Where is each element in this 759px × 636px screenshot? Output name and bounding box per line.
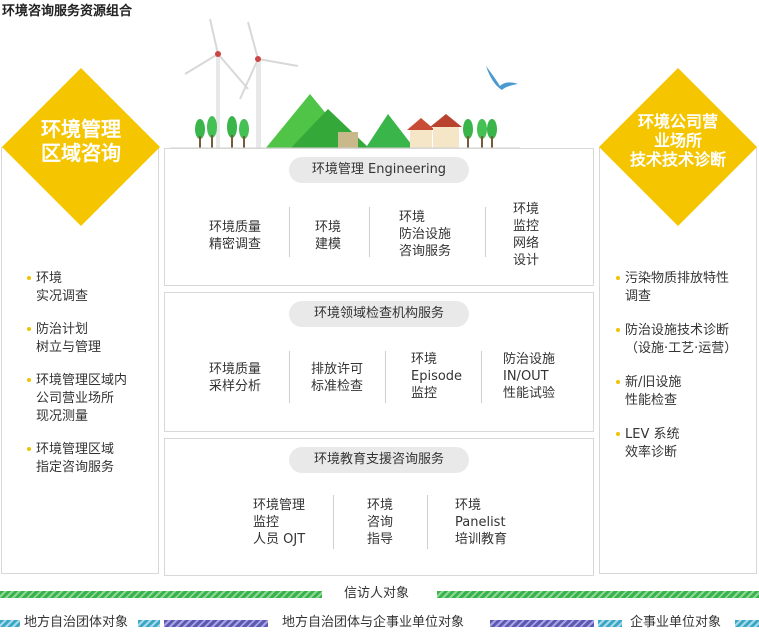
purple-stripe [164, 620, 268, 627]
local-government-label: 地方自治团体对象 [24, 615, 129, 630]
list-item: 环境管理区域内 公司营业场所 现况测量 [24, 372, 154, 426]
divider [289, 351, 290, 403]
government-and-enterprise-label: 地方自治团体与企事业单位对象 [282, 615, 465, 630]
list-item: 防治设施技术诊断 （设施·工艺·运营） [613, 322, 758, 358]
service-item: 环境 防治设施 咨询服务 [399, 210, 452, 259]
purple-stripe [490, 620, 594, 627]
divider [289, 207, 290, 257]
enterprise-label: 企事业单位对象 [630, 615, 722, 630]
teal-stripe [598, 620, 622, 627]
green-stripe [437, 591, 759, 598]
teal-stripe [138, 620, 160, 627]
engineering-box: 环境管理 Engineering 环境质量 精密调查 环境 建模 环境 防治设施… [164, 148, 594, 286]
page-title: 环境咨询服务资源组合 [2, 4, 133, 19]
environment-scenery-illustration [170, 14, 520, 149]
service-item: 环境 监控 网络 设计 [513, 202, 540, 268]
teal-stripe [0, 620, 20, 627]
wind-turbine-icon [184, 18, 249, 149]
mountain-icon [365, 114, 415, 149]
left-panel-heading: 环境管理 区域咨询 [41, 117, 121, 165]
divider [385, 351, 386, 403]
bird-icon [486, 66, 518, 90]
service-item: 环境 Episode 监控 [411, 352, 463, 401]
service-item: 环境质量 采样分析 [209, 362, 262, 394]
list-item: LEV 系统 效率诊断 [613, 426, 758, 462]
right-diamond-shape [599, 68, 757, 226]
inspection-box: 环境领域检查机构服务 环境质量 采样分析 排放许可 标准检查 环境 Episod… [164, 292, 594, 432]
visitors-label: 信访人对象 [344, 586, 410, 601]
divider [369, 207, 370, 257]
divider [481, 351, 482, 403]
list-item: 环境管理区域 指定咨询服务 [24, 441, 154, 477]
service-item: 环境管理 监控 人员 OJT [253, 498, 306, 547]
left-diamond-shape [2, 68, 160, 226]
list-item: 防治计划 树立与管理 [24, 321, 154, 357]
left-panel-list: 环境 实况调查 防治计划 树立与管理 环境管理区域内 公司营业场所 现况测量 环… [24, 270, 154, 492]
divider [485, 207, 486, 257]
tree-icon [463, 119, 497, 149]
service-item: 环境 建模 [315, 220, 342, 252]
green-stripe [0, 591, 322, 598]
box-header: 环境领域检查机构服务 [289, 301, 469, 327]
education-box: 环境教育支援咨询服务 环境管理 监控 人员 OJT 环境 咨询 指导 环境 Pa… [164, 438, 594, 576]
service-item: 防治设施 IN/OUT 性能试验 [503, 352, 556, 401]
service-item: 环境 咨询 指导 [367, 498, 394, 547]
divider [427, 495, 428, 549]
divider [333, 495, 334, 549]
list-item: 新/旧设施 性能检查 [613, 374, 758, 410]
wind-turbine-icon [239, 21, 299, 149]
list-item: 污染物质排放特性 调查 [613, 270, 758, 306]
teal-stripe [735, 620, 759, 627]
service-item: 环境质量 精密调查 [209, 220, 262, 252]
box-header: 环境教育支援咨询服务 [289, 447, 469, 473]
target-groups-row: 地方自治团体对象 地方自治团体与企事业单位对象 企事业单位对象 [0, 615, 759, 631]
service-item: 环境 Panelist 培训教育 [455, 498, 508, 547]
right-panel-heading: 环境公司营 业场所 技术技术诊断 [629, 112, 726, 170]
visitors-target-row: 信访人对象 [0, 586, 759, 602]
box-header: 环境管理 Engineering [289, 157, 469, 183]
list-item: 环境 实况调查 [24, 270, 154, 306]
tree-icon [195, 116, 249, 149]
house-icon [407, 114, 462, 149]
right-panel-list: 污染物质排放特性 调查 防治设施技术诊断 （设施·工艺·运营） 新/旧设施 性能… [613, 270, 758, 478]
service-item: 排放许可 标准检查 [311, 362, 364, 394]
